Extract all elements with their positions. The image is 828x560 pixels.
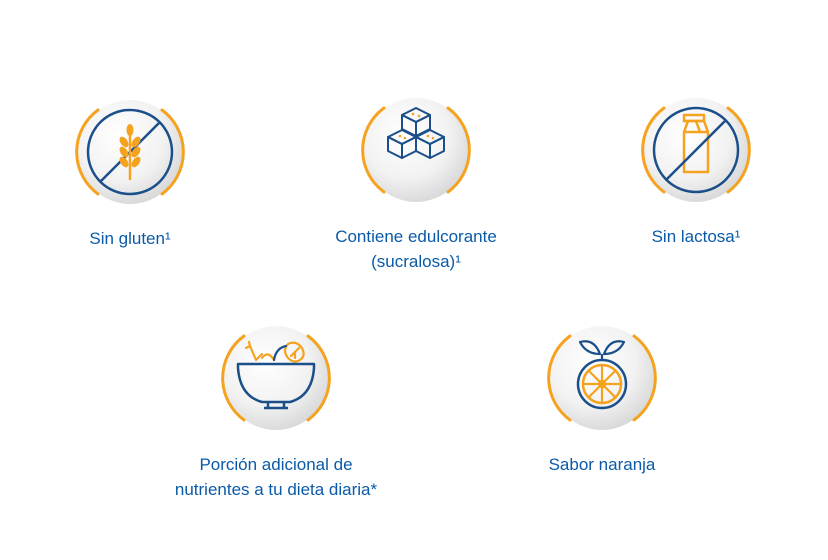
feature-porcion-adicional: Porción adicional de nutrientes a tu die… bbox=[146, 318, 406, 502]
orange-fruit-icon bbox=[547, 326, 657, 430]
no-gluten-wheat-icon bbox=[75, 100, 185, 204]
badge-sin-gluten bbox=[70, 92, 190, 212]
vegetable-bowl-icon bbox=[221, 326, 331, 430]
feature-sabor-naranja: Sabor naranja bbox=[472, 318, 732, 477]
badge-porcion-adicional bbox=[216, 318, 336, 438]
feature-sin-lactosa: Sin lactosa¹ bbox=[566, 90, 826, 249]
feature-label-edulcorante: Contiene edulcorante (sucralosa)¹ bbox=[335, 227, 497, 271]
badge-sabor-naranja bbox=[542, 318, 662, 438]
badge-sin-lactosa bbox=[636, 90, 756, 210]
feature-label-porcion-adicional: Porción adicional de nutrientes a tu die… bbox=[174, 455, 378, 499]
feature-label-sabor-naranja: Sabor naranja bbox=[548, 455, 656, 474]
no-lactose-milk-carton-icon bbox=[641, 98, 751, 202]
feature-sin-gluten: Sin gluten¹ bbox=[0, 92, 260, 251]
badge-edulcorante bbox=[356, 90, 476, 210]
feature-label-sin-gluten: Sin gluten¹ bbox=[89, 229, 171, 248]
sugar-cubes-icon bbox=[361, 98, 471, 202]
feature-edulcorante: Contiene edulcorante (sucralosa)¹ bbox=[286, 90, 546, 274]
feature-label-sin-lactosa: Sin lactosa¹ bbox=[651, 227, 741, 246]
